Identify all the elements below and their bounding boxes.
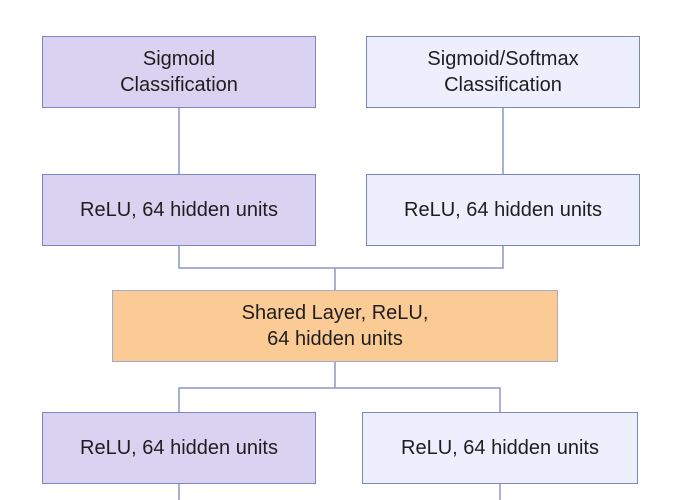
- relu-input-layer-right-node: ReLU, 64 hidden units: [362, 412, 638, 484]
- relu-input-layer-left-node: ReLU, 64 hidden units: [42, 412, 316, 484]
- sigmoid-softmax-classification-node: Sigmoid/Softmax Classification: [366, 36, 640, 108]
- shared-layer-node: Shared Layer, ReLU, 64 hidden units: [112, 290, 558, 362]
- connector-mid-to-shared: [178, 246, 504, 269]
- connector-shared-to-bottom: [178, 387, 501, 412]
- sigmoid-classification-node: Sigmoid Classification: [42, 36, 316, 108]
- relu-hidden-layer-right-node: ReLU, 64 hidden units: [366, 174, 640, 246]
- relu-hidden-layer-left-node: ReLU, 64 hidden units: [42, 174, 316, 246]
